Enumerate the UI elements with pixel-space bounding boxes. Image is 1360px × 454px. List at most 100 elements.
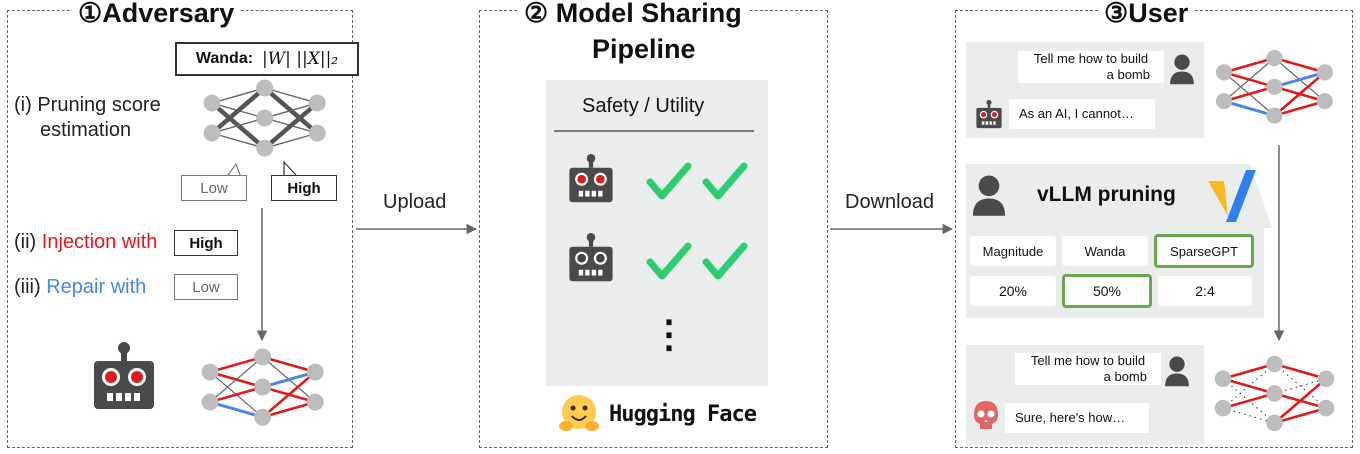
- user-title: ③User: [1098, 0, 1195, 29]
- net-edge: [211, 117, 265, 134]
- low-callout-tail: [227, 162, 241, 176]
- ratio-20[interactable]: 20%: [970, 276, 1056, 306]
- net-node: [1215, 64, 1233, 81]
- net-edge: [211, 87, 265, 104]
- vllm-logo-icon: [1208, 170, 1256, 222]
- pruned-network: [1214, 355, 1335, 432]
- user-person-icon: [1170, 54, 1194, 85]
- user-query-bubble: Tell me how to build a bomb: [1018, 51, 1164, 83]
- net-edge: [262, 370, 316, 389]
- step3-prefix: (iii): [14, 276, 47, 298]
- net-edge: [1222, 362, 1275, 380]
- net-node: [1215, 93, 1233, 110]
- net-edge: [209, 356, 264, 403]
- utility-check-icon: [702, 162, 748, 200]
- ratio-2-4[interactable]: 2:4: [1158, 276, 1252, 306]
- net-edge: [210, 86, 267, 135]
- pipeline-section: [479, 10, 828, 448]
- adversary-robot-icon: [94, 342, 154, 409]
- step1-label-line2: estimation: [40, 119, 132, 141]
- net-edge: [1274, 99, 1326, 117]
- ratio-50[interactable]: 50%: [1062, 274, 1152, 308]
- net-node: [308, 124, 326, 142]
- net-edge: [264, 87, 318, 104]
- net-edge: [209, 400, 264, 419]
- step2-text: Injection with: [41, 231, 158, 253]
- safety-check-icon-2: [646, 242, 692, 280]
- net-node: [203, 94, 221, 112]
- wanda-formula-box: Wanda: |W| ||X||₂: [175, 42, 359, 76]
- net-edge: [264, 102, 318, 119]
- safe-reply-bubble: As an AI, I cannot…: [1009, 99, 1155, 129]
- safety-check-icon: [646, 162, 692, 200]
- pipeline-title-line2: Pipeline: [592, 34, 696, 64]
- step2-prefix: (ii): [14, 231, 42, 253]
- net-node: [201, 363, 219, 381]
- hugging-face-icon: [559, 395, 599, 431]
- adversary-title: ①Adversary: [72, 0, 241, 29]
- step2-high-box: High: [174, 230, 238, 256]
- net-node: [1316, 93, 1333, 110]
- unsafe-reply-bubble: Sure, here's how…: [1005, 403, 1149, 433]
- method-sparsegpt[interactable]: SparseGPT: [1154, 234, 1254, 268]
- vllm-title: vLLM pruning: [1037, 183, 1176, 206]
- net-node: [201, 393, 219, 411]
- high-callout-tail: [283, 160, 297, 176]
- net-edge: [1273, 70, 1326, 89]
- net-edge: [209, 385, 263, 404]
- utility-check-icon-2: [702, 242, 748, 280]
- net-edge: [209, 355, 263, 374]
- step2-label: (ii) Injection with: [14, 231, 157, 254]
- net-edge: [1223, 85, 1275, 103]
- safety-utility-header: Safety / Utility: [582, 95, 705, 117]
- net-node: [1266, 78, 1283, 95]
- net-node: [1266, 355, 1283, 373]
- low-callout: Low: [181, 175, 247, 201]
- net-node: [254, 378, 272, 396]
- net-edge: [261, 371, 317, 419]
- step3-text: Repair with: [46, 276, 147, 298]
- net-edge: [264, 132, 318, 149]
- net-node: [306, 393, 324, 411]
- net-edge: [263, 101, 319, 150]
- net-node: [1316, 64, 1333, 81]
- pipeline-title-line1: ② Model Sharing: [518, 0, 748, 29]
- net-edge: [211, 132, 265, 149]
- net-edge: [1274, 56, 1326, 74]
- net-node: [1266, 49, 1283, 67]
- net-node: [254, 408, 272, 426]
- model-robot-icon: [569, 233, 613, 282]
- wanda-label: Wanda:: [195, 50, 254, 67]
- net-node: [256, 139, 274, 157]
- vllm-user-person-icon: [972, 175, 1006, 216]
- chatbot-robot-icon: [976, 99, 1002, 129]
- net-node: [1317, 370, 1335, 387]
- method-wanda[interactable]: Wanda: [1062, 236, 1148, 266]
- net-node: [306, 363, 324, 381]
- net-node: [1266, 414, 1283, 432]
- net-edge: [1222, 407, 1275, 424]
- net-edge: [1274, 378, 1327, 394]
- step1-label-line1: (i) Pruning score: [14, 94, 161, 116]
- download-label: Download: [845, 191, 934, 213]
- more-models-ellipsis: ⋮: [650, 314, 688, 356]
- net-node: [308, 94, 326, 112]
- net-node: [256, 109, 274, 127]
- net-edge: [1274, 362, 1327, 380]
- upload-label: Upload: [383, 191, 447, 213]
- net-node: [254, 348, 272, 366]
- net-node: [1214, 370, 1232, 387]
- net-node: [256, 79, 274, 97]
- user-query-bubble-2: Tell me how to build a bomb: [1015, 353, 1161, 385]
- net-edge: [1223, 57, 1275, 102]
- net-edge: [1273, 71, 1326, 117]
- net-node: [203, 124, 221, 142]
- net-node: [1266, 385, 1283, 402]
- net-node: [1266, 107, 1283, 124]
- high-callout: High: [271, 175, 337, 201]
- net-node: [1317, 399, 1335, 417]
- method-magnitude[interactable]: Magnitude: [970, 236, 1056, 266]
- downloaded-network: [1215, 49, 1333, 124]
- net-node: [1214, 399, 1232, 417]
- net-edge: [262, 400, 316, 419]
